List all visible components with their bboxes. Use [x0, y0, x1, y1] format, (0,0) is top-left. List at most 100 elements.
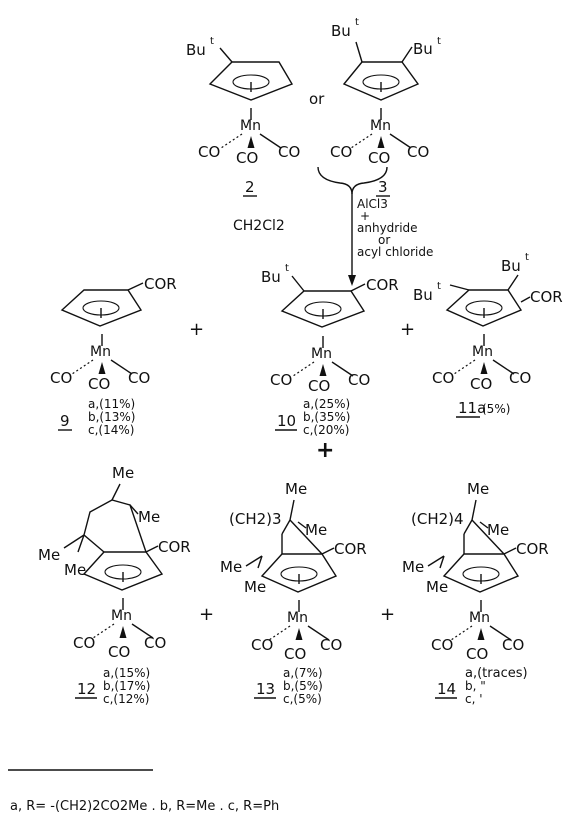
svg-text:CO: CO — [368, 149, 390, 167]
svg-text:CO: CO — [108, 643, 130, 661]
svg-text:(CH2)3: (CH2)3 — [229, 510, 282, 528]
svg-text:CO: CO — [236, 149, 258, 167]
svg-text:Me: Me — [285, 480, 307, 498]
svg-text:+: + — [380, 604, 395, 625]
svg-text:b, ": b, " — [465, 679, 486, 693]
svg-text:Me: Me — [487, 521, 509, 539]
svg-text:CO: CO — [407, 143, 429, 161]
svg-text:t: t — [285, 263, 289, 274]
svg-text:b,(13%): b,(13%) — [88, 410, 135, 424]
svg-text:Mn: Mn — [311, 346, 332, 362]
compound-9: COR Mn CO CO CO 9 a,(11%) b,(13%) c,(14%… — [50, 275, 177, 437]
svg-text:c,(12%): c,(12%) — [103, 692, 149, 706]
svg-text:b,(17%): b,(17%) — [103, 679, 150, 693]
svg-text:Me: Me — [402, 558, 424, 576]
svg-text:CO: CO — [50, 369, 72, 387]
compound-2: Bu t Mn CO CO CO 2 — [186, 36, 300, 197]
svg-text:t: t — [437, 281, 441, 292]
compound-11a: Bu t Bu t COR Mn CO CO CO 11a (5%) — [413, 252, 563, 418]
svg-text:11a: 11a — [458, 399, 486, 417]
svg-text:a,(11%): a,(11%) — [88, 397, 135, 411]
or-label: or — [309, 90, 325, 108]
svg-text:t: t — [525, 252, 529, 263]
svg-text:COR: COR — [158, 538, 191, 556]
svg-text:(5%): (5%) — [482, 402, 510, 416]
svg-text:Bu: Bu — [501, 257, 521, 275]
svg-text:COR: COR — [516, 540, 549, 558]
svg-text:Bu: Bu — [413, 40, 433, 58]
svg-text:Me: Me — [64, 561, 86, 579]
svg-text:CO: CO — [432, 369, 454, 387]
compound-number: 2 — [245, 178, 255, 196]
mn-label: Mn — [240, 118, 261, 134]
svg-text:CO: CO — [278, 143, 300, 161]
svg-text:+: + — [400, 319, 415, 340]
svg-text:AlCl3: AlCl3 — [357, 197, 388, 211]
svg-text:3: 3 — [378, 178, 388, 196]
svg-text:+: + — [316, 438, 334, 463]
svg-text:t: t — [437, 36, 441, 47]
svg-text:a,(7%): a,(7%) — [283, 666, 323, 680]
svg-text:CO: CO — [330, 143, 352, 161]
svg-text:Me: Me — [220, 558, 242, 576]
svg-text:CO: CO — [73, 634, 95, 652]
compound-3: Bu t Bu t Mn CO CO CO 3 — [330, 17, 441, 197]
svg-text:12: 12 — [77, 680, 96, 698]
svg-text:Me: Me — [38, 546, 60, 564]
svg-text:Mn: Mn — [370, 118, 391, 134]
svg-text:Mn: Mn — [111, 608, 132, 624]
svg-text:t: t — [355, 17, 359, 28]
svg-text:10: 10 — [277, 412, 296, 430]
svg-text:CO: CO — [270, 371, 292, 389]
svg-text:or: or — [378, 233, 390, 247]
compound-12: Me Me Me Me COR Mn CO CO CO 12 a,(15%) b… — [38, 464, 191, 706]
svg-text:acyl chloride: acyl chloride — [357, 245, 433, 259]
svg-text:Me: Me — [467, 480, 489, 498]
svg-text:+: + — [199, 604, 214, 625]
svg-text:(CH2)4: (CH2)4 — [411, 510, 464, 528]
svg-text:Bu: Bu — [261, 268, 281, 286]
svg-text:9: 9 — [60, 412, 70, 430]
svg-text:CO: CO — [348, 371, 370, 389]
svg-text:a,(25%): a,(25%) — [303, 397, 350, 411]
svg-text:CO: CO — [431, 636, 453, 654]
svg-text:COR: COR — [144, 275, 177, 293]
svg-text:14: 14 — [437, 680, 456, 698]
footnote: a, R= -(CH2)2CO2Me . b, R=Me . c, R=Ph — [10, 799, 279, 814]
svg-text:CO: CO — [308, 377, 330, 395]
svg-text:Me: Me — [305, 521, 327, 539]
svg-text:Bu: Bu — [331, 22, 351, 40]
compound-13: Me Me (CH2)3 Me Me COR Mn CO CO CO 13 a,… — [220, 480, 367, 706]
compound-10: Bu t COR Mn CO CO CO 10 a,(25%) b,(35%) … — [261, 263, 399, 437]
svg-text:Bu: Bu — [413, 286, 433, 304]
compound-14: Me Me (CH2)4 Me Me COR Mn CO CO CO 14 a,… — [402, 480, 549, 706]
svg-text:CO: CO — [502, 636, 524, 654]
svg-text:COR: COR — [366, 276, 399, 294]
svg-text:CO: CO — [466, 645, 488, 663]
svg-text:b,(5%): b,(5%) — [283, 679, 323, 693]
svg-text:COR: COR — [530, 288, 563, 306]
svg-text:t: t — [210, 36, 214, 47]
svg-text:CO: CO — [198, 143, 220, 161]
svg-text:c,(5%): c,(5%) — [283, 692, 322, 706]
svg-text:Mn: Mn — [90, 344, 111, 360]
svg-text:CO: CO — [128, 369, 150, 387]
svg-text:Me: Me — [244, 578, 266, 596]
svg-text:+: + — [360, 209, 370, 223]
reaction-arrow — [317, 166, 388, 286]
svg-text:CO: CO — [251, 636, 273, 654]
svg-text:COR: COR — [334, 540, 367, 558]
svg-text:a,(15%): a,(15%) — [103, 666, 150, 680]
svg-text:+: + — [189, 319, 204, 340]
solvent-label: CH2Cl2 — [233, 218, 285, 234]
svg-text:Mn: Mn — [472, 344, 493, 360]
svg-text:anhydride: anhydride — [357, 221, 418, 235]
svg-text:c,(20%): c,(20%) — [303, 423, 349, 437]
svg-text:c, ': c, ' — [465, 692, 483, 706]
svg-text:CO: CO — [320, 636, 342, 654]
svg-text:b,(35%): b,(35%) — [303, 410, 350, 424]
svg-text:13: 13 — [256, 680, 275, 698]
svg-text:Mn: Mn — [469, 610, 490, 626]
svg-text:CO: CO — [88, 375, 110, 393]
svg-text:CO: CO — [470, 375, 492, 393]
